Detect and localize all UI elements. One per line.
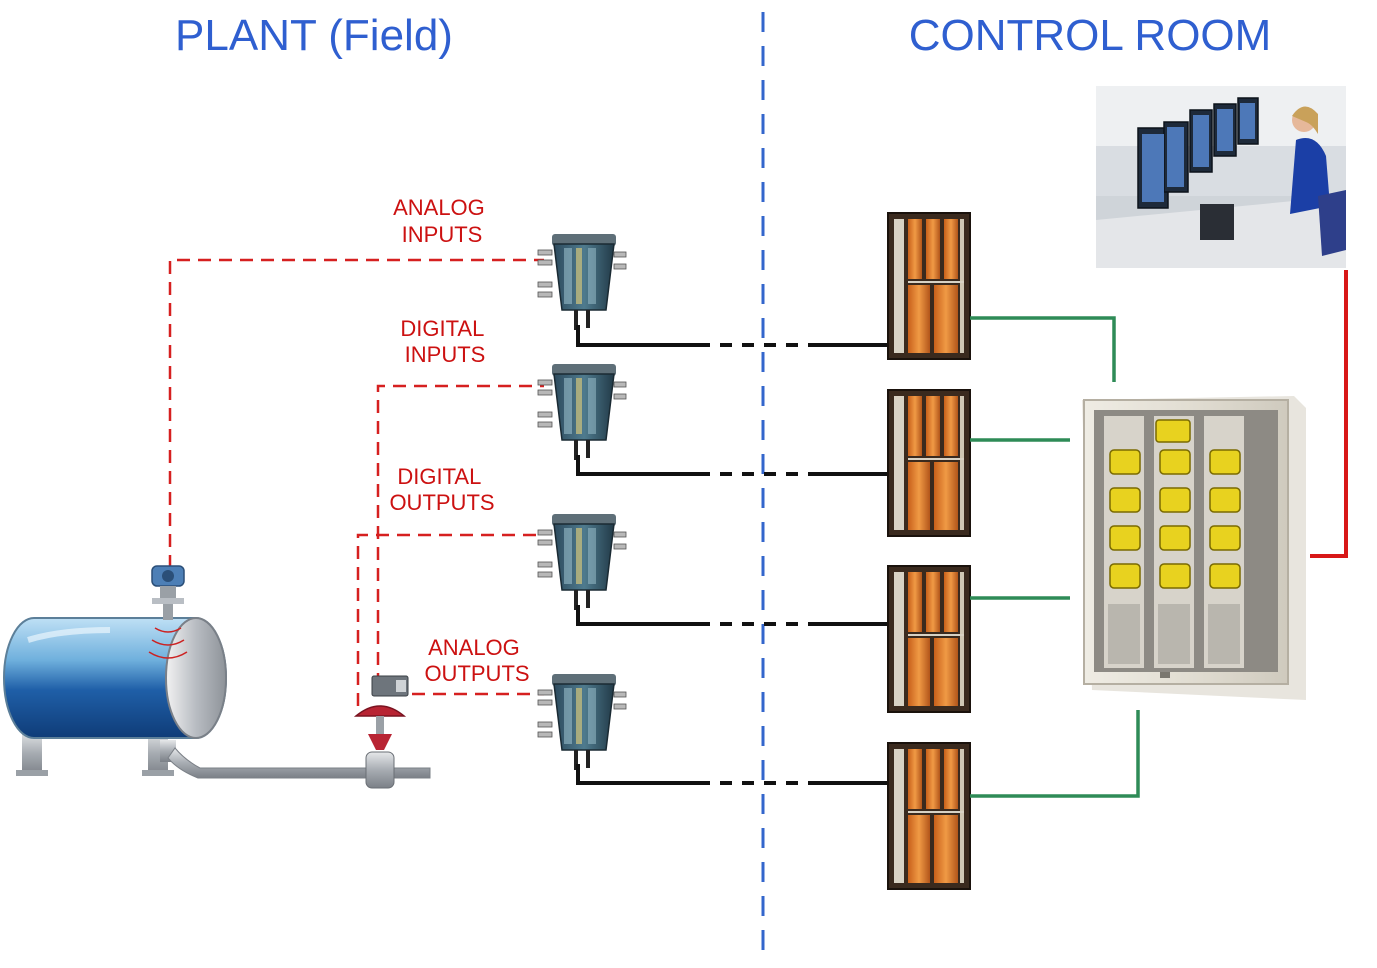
controller-cabinet-icon: [1082, 396, 1306, 700]
field-junction-box-analog-outputs: [537, 673, 627, 771]
trunk-cables: [576, 325, 888, 785]
marshalling-cabinet-1: [887, 212, 971, 360]
analog-input-wire: [168, 258, 544, 568]
trunk-cable-2: [576, 455, 888, 476]
storage-tank-icon: [3, 617, 431, 779]
digital-input-wire: [376, 384, 544, 686]
plant-field-title: PLANT (Field): [175, 11, 453, 60]
cabinet-links: [970, 316, 1140, 798]
marshalling-cabinet-3: [887, 565, 971, 713]
digital-outputs-label: DIGITAL OUTPUTS: [389, 464, 494, 515]
network-link: [1310, 270, 1348, 558]
level-transmitter-icon: [148, 565, 188, 659]
trunk-cable-4: [576, 764, 888, 785]
analog-inputs-label: ANALOG INPUTS: [393, 195, 491, 247]
digital-output-wire: [356, 533, 544, 706]
operator-workstation-icon: [1096, 86, 1346, 268]
cabinet-link-1: [970, 316, 1116, 382]
cabinet-link-4: [970, 710, 1140, 798]
control-room-title: CONTROL ROOM: [909, 11, 1272, 60]
marshalling-cabinet-2: [887, 389, 971, 537]
marshalling-cabinet-4: [887, 742, 971, 890]
trunk-cable-1: [576, 325, 888, 347]
trunk-cable-3: [576, 605, 888, 626]
digital-inputs-label: DIGITAL INPUTS: [400, 316, 489, 367]
field-wiring: [168, 258, 544, 706]
field-junction-box-digital-outputs: [537, 513, 627, 611]
control-valve-icon: [353, 675, 409, 789]
field-junction-box-digital-inputs: [537, 363, 627, 461]
field-junction-box-analog-inputs: [537, 233, 627, 331]
analog-outputs-label: ANALOG OUTPUTS: [424, 635, 529, 686]
